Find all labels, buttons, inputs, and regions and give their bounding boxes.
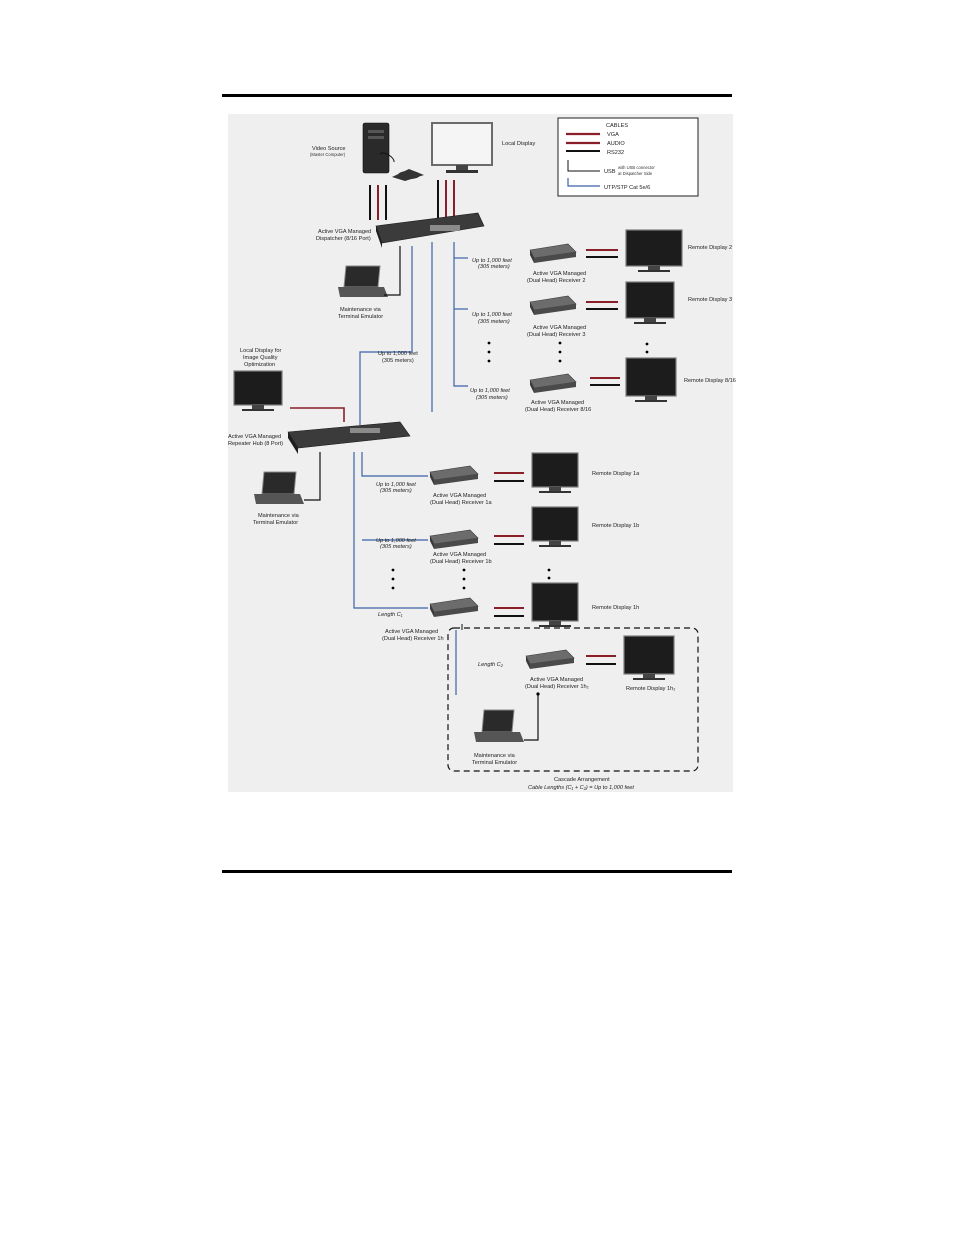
rt2-rx2: (Dual Head) Receiver 3 (527, 332, 585, 338)
rt3-rx2: (Dual Head) Receiver 8/16 (525, 407, 591, 413)
legend-utp: UTP/STP Cat 5e/6 (604, 185, 650, 191)
hub-label-1: Active VGA Managed (228, 434, 281, 440)
cascade-len: Length C₂ (478, 662, 504, 668)
rb1-display: Remote Display 1a (592, 471, 640, 477)
rt1-rx1: Active VGA Managed (533, 271, 586, 277)
rt1-rx2: (Dual Head) Receiver 2 (527, 278, 585, 284)
mid-local-3: Optimization (244, 362, 275, 368)
remote-top-row-3 (529, 357, 677, 402)
local-display-monitor (431, 122, 493, 173)
maint-top-label-2: Terminal Emulator (338, 314, 383, 320)
rt1-display: Remote Display 2 (688, 245, 732, 251)
legend-usb-note-2: at Dispatcher Side (618, 171, 653, 176)
mid-len2: (305 meters) (382, 358, 414, 364)
cascade-rx1: Active VGA Managed (530, 677, 583, 683)
remote-top-row-1 (529, 229, 683, 272)
laptop-top-cable (384, 246, 401, 296)
optimization-vga-cable (290, 407, 345, 422)
video-source-sub-label: (Master Computer) (310, 152, 346, 157)
laptop-cascade-cable (524, 694, 539, 741)
rt2-len1: Up to 1,000 feet (472, 312, 512, 318)
hub-utp-lines (353, 452, 428, 609)
mid-local-1: Local Display for (240, 348, 281, 354)
legend-title: CABLES (606, 123, 628, 129)
rb1-len1: Up to 1,000 feet (376, 482, 416, 488)
optimization-monitor (233, 370, 283, 411)
rb2-rx2: (Dual Head) Receiver 1b (430, 559, 492, 565)
rb2-display: Remote Display 1b (592, 523, 639, 529)
rt3-len2: (305 meters) (476, 395, 508, 401)
dispatcher-unit (375, 212, 485, 248)
cascade-maint-1: Maintenance via (474, 753, 516, 759)
top-rule (222, 94, 732, 97)
cascade-receiver-row (525, 635, 675, 680)
ellipsis-dots-top (487, 341, 649, 363)
cascade-caption-1: Cascade Arrangement (554, 777, 610, 783)
rb2-len2: (305 meters) (380, 544, 412, 550)
maint-mid-label-2: Terminal Emulator (253, 520, 298, 526)
rb3-rx2: (Dual Head) Receiver 1h (382, 636, 444, 642)
hub-label-2: Repeater Hub (8 Port) (228, 441, 283, 447)
legend-audio: AUDIO (607, 141, 625, 147)
video-source-label: Video Source (312, 146, 345, 152)
ellipsis-dots-bottom (391, 568, 551, 590)
dispatcher-label-1: Active VGA Managed (318, 229, 371, 235)
rt1-len2: (305 meters) (478, 264, 510, 270)
laptop-mid-cable (304, 452, 321, 501)
rb1-rx1: Active VGA Managed (433, 493, 486, 499)
rb3-display: Remote Display 1h (592, 605, 639, 611)
remote-bottom-row-1 (429, 452, 579, 493)
rt3-len1: Up to 1,000 feet (470, 388, 510, 394)
source-cables (369, 180, 455, 220)
remote-bottom-row-2 (429, 506, 579, 549)
video-source-computer (362, 122, 424, 181)
maint-top-label-1: Maintenance via (340, 307, 382, 313)
remote-top-row-2 (529, 281, 675, 324)
legend-usb: USB (604, 169, 616, 175)
legend-rs232: RS232 (607, 150, 624, 156)
rt3-rx1: Active VGA Managed (531, 400, 584, 406)
cascade-maint-2: Terminal Emulator (472, 760, 517, 766)
bottom-rule (222, 870, 732, 873)
repeater-hub-unit (287, 421, 411, 454)
rt2-rx1: Active VGA Managed (533, 325, 586, 331)
rt2-len2: (305 meters) (478, 319, 510, 325)
rb1-rx2: (Dual Head) Receiver 1a (430, 500, 492, 506)
maintenance-laptop-top (338, 265, 388, 297)
legend-usb-note-1: with USB connector (618, 165, 655, 170)
rb3-rx1: Active VGA Managed (385, 629, 438, 635)
cascade-caption-2: Cable Lengths (C₁ + C₂) = Up to 1,000 fe… (528, 785, 634, 791)
maint-mid-label-1: Maintenance via (258, 513, 300, 519)
rt1-len1: Up to 1,000 feet (472, 258, 512, 264)
cable-legend: CABLES VGA AUDIO RS232 USB with USB conn… (557, 117, 699, 197)
mid-local-2: Image Quality (243, 355, 278, 361)
maintenance-laptop-cascade (474, 709, 524, 742)
cascade-rx2: (Dual Head) Receiver 1h₂ (525, 684, 589, 690)
rb2-len1: Up to 1,000 feet (376, 538, 416, 544)
dispatcher-utp-lines (359, 242, 468, 425)
rb2-rx1: Active VGA Managed (433, 552, 486, 558)
cascade-display: Remote Display 1h₂ (626, 686, 675, 692)
local-display-label: Local Display (502, 141, 535, 147)
cascade-usb-dot (536, 692, 540, 696)
rb1-len2: (305 meters) (380, 488, 412, 494)
legend-vga: VGA (607, 132, 619, 138)
mid-len1: Up to 1,000 feet (378, 351, 418, 357)
rt2-display: Remote Display 3 (688, 297, 732, 303)
remote-bottom-row-3 (429, 582, 579, 627)
maintenance-laptop-mid (254, 471, 304, 504)
dispatcher-label-2: Dispatcher (8/16 Port) (316, 236, 371, 242)
rt3-display: Remote Display 8/16 (684, 378, 736, 384)
cascade-boundary (447, 627, 699, 772)
rb3-len1: Length C₁ (378, 612, 403, 618)
